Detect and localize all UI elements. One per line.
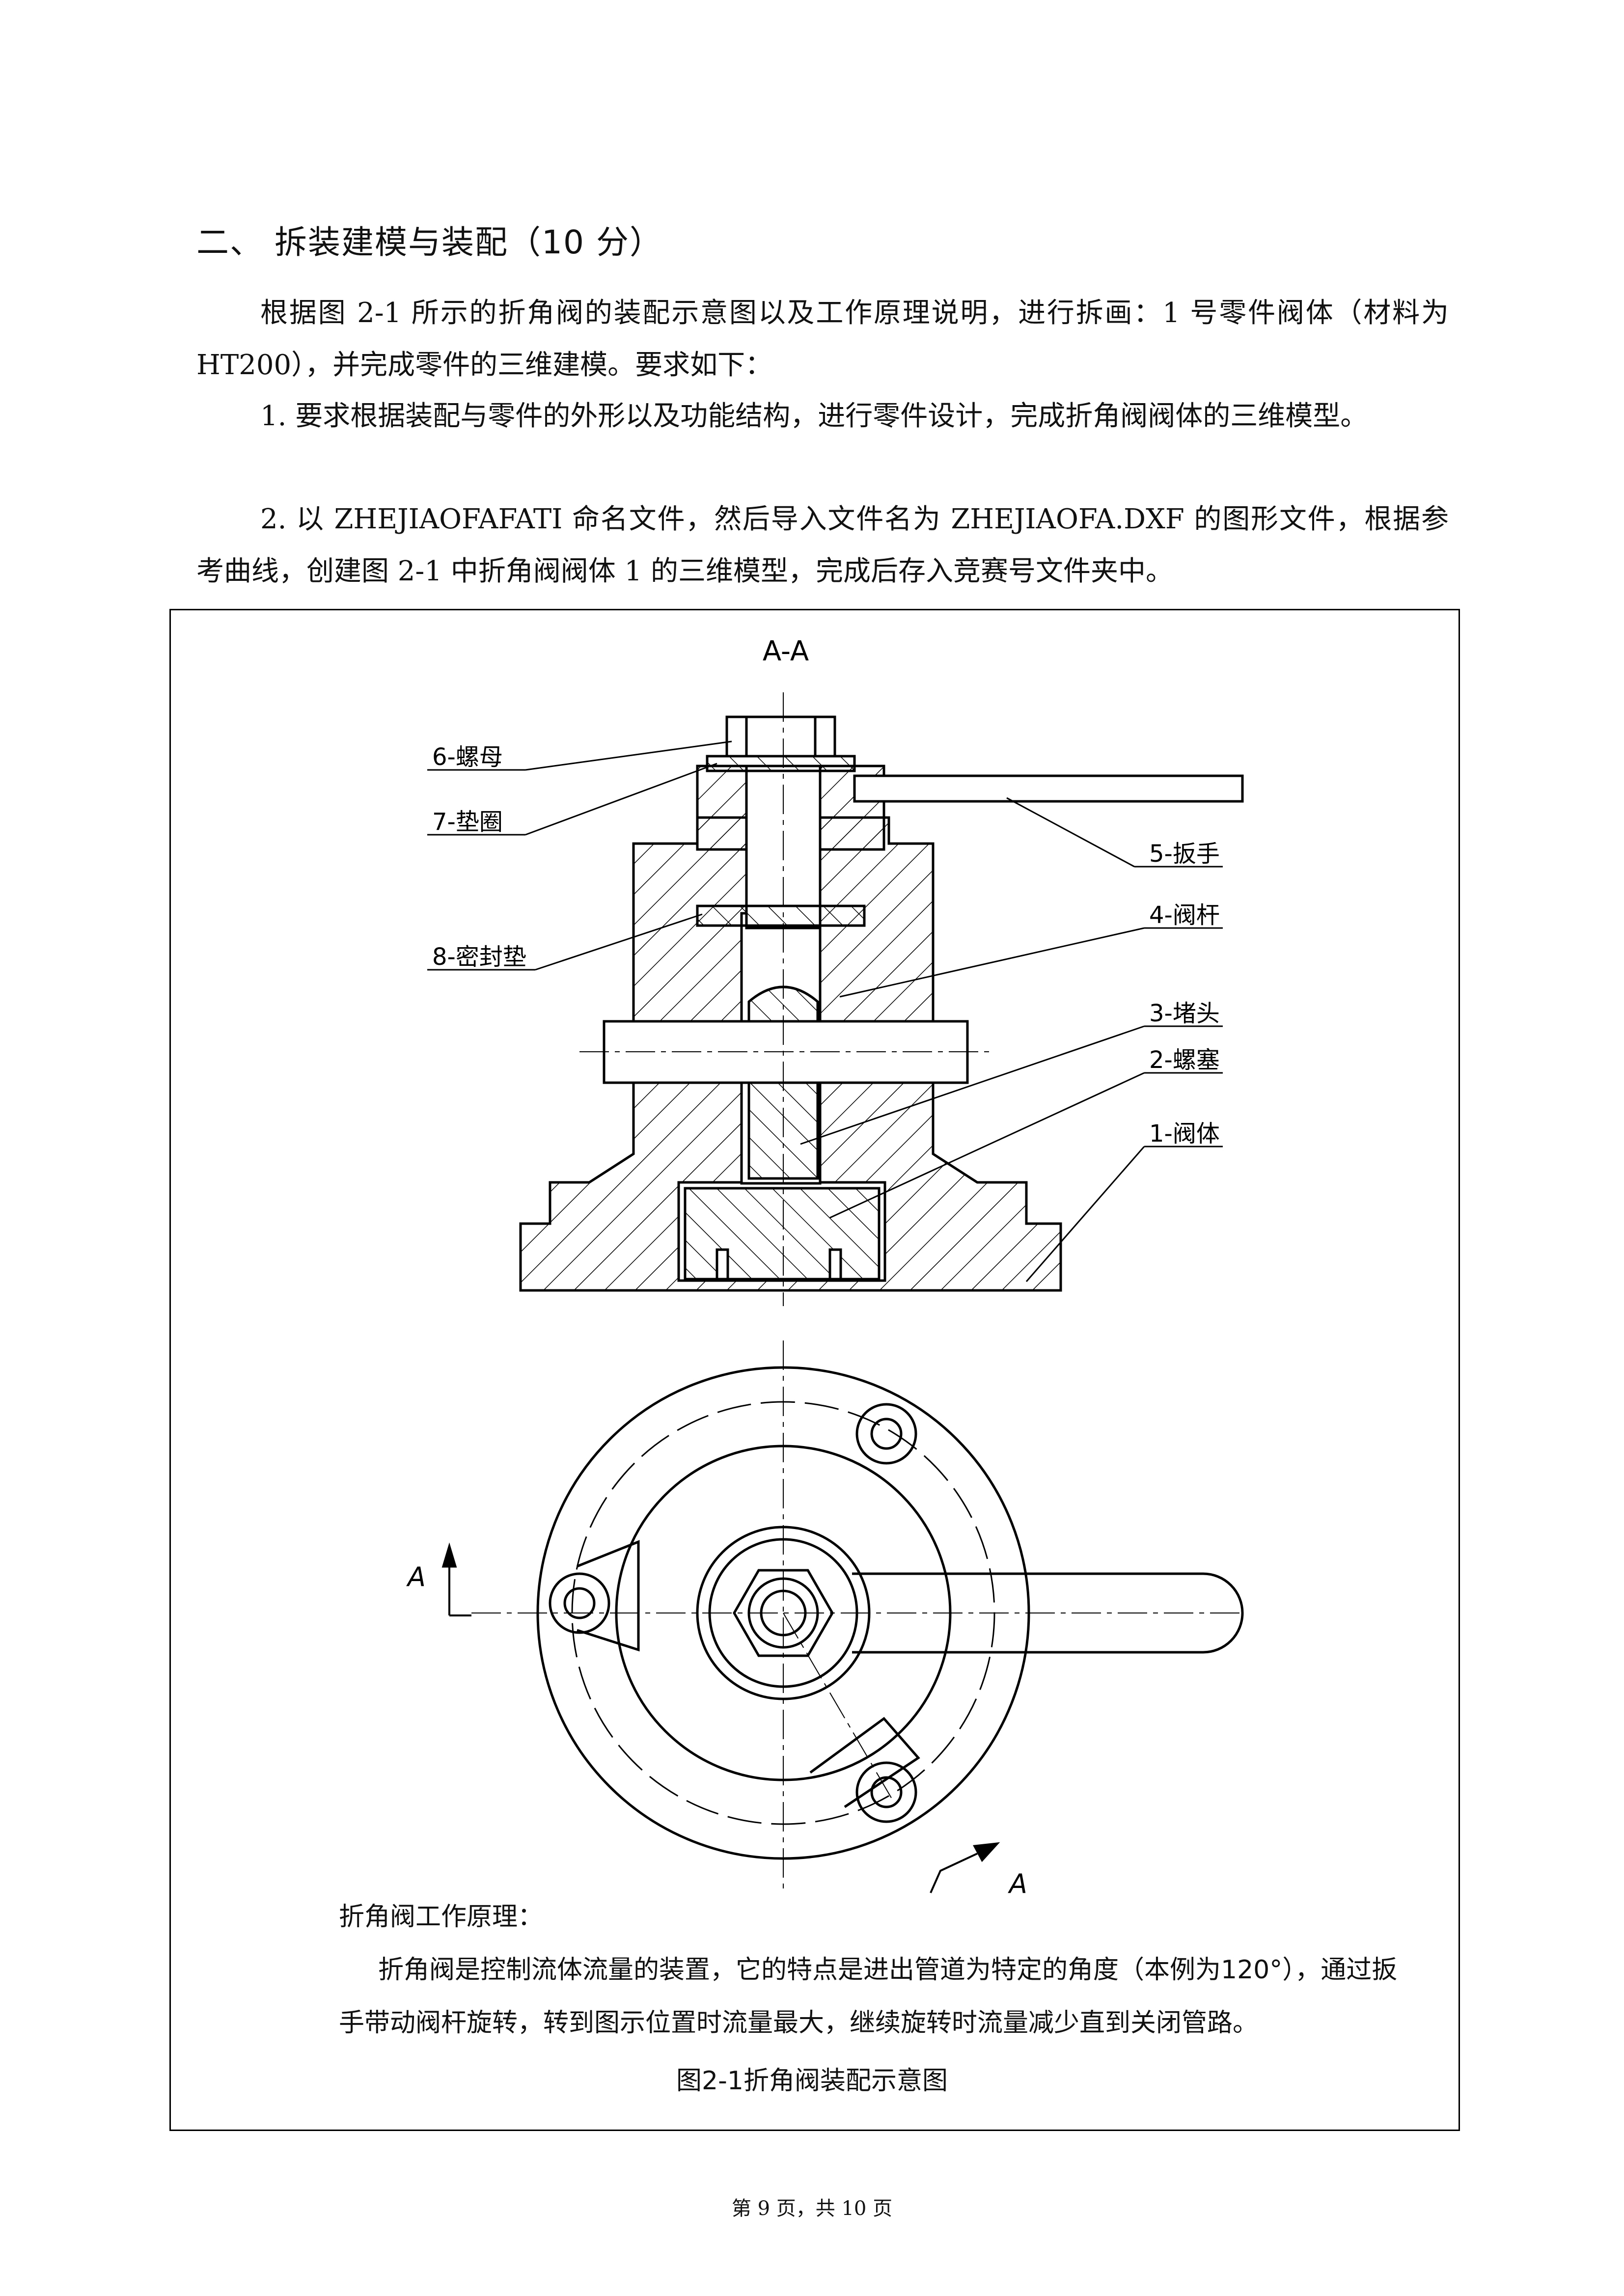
- top-view: [441, 1340, 1244, 1893]
- nut: [725, 715, 836, 758]
- label-part-1: 1-阀体: [1149, 1120, 1220, 1148]
- handle-top-view: [852, 1572, 1244, 1654]
- paragraph-requirement-2: 2. 以 ZHEJIAOFAFATI 命名文件，然后导入文件名为 ZHEJIAO…: [196, 493, 1449, 598]
- label-part-5: 5-扳手: [1149, 840, 1220, 868]
- principle-title: 折角阀工作原理：: [339, 1902, 544, 1932]
- seal-gasket: [696, 904, 866, 927]
- view-arrow-label-top: A: [406, 1561, 426, 1592]
- washer: [706, 755, 856, 772]
- section-view: [519, 692, 1244, 1306]
- section-title: 二、 拆装建模与装配（10 分）: [196, 223, 663, 261]
- view-arrow-label-bottom: A: [1008, 1868, 1027, 1899]
- figure-caption: 图2-1折角阀装配示意图: [676, 2066, 948, 2096]
- label-part-3: 3-堵头: [1149, 1000, 1220, 1027]
- label-part-6: 6-螺母: [432, 743, 503, 771]
- paragraph-requirement-1: 1. 要求根据装配与零件的外形以及功能结构，进行零件设计，完成折角阀阀体的三维模…: [196, 390, 1449, 442]
- label-part-4: 4-阀杆: [1149, 902, 1220, 929]
- principle-body: 折角阀是控制流体流量的装置，它的特点是进出管道为特定的角度（本例为120°），通…: [339, 1955, 1398, 2038]
- label-part-8: 8-密封垫: [432, 943, 526, 971]
- paragraph-text: 1. 要求根据装配与零件的外形以及功能结构，进行零件设计，完成折角阀阀体的三维模…: [260, 400, 1368, 432]
- label-part-2: 2-螺塞: [1149, 1046, 1220, 1074]
- page-footer: 第 9 页，共 10 页: [731, 2197, 893, 2220]
- screw-plug: [684, 1187, 881, 1281]
- paragraph-intro: 根据图 2-1 所示的折角阀的装配示意图以及工作原理说明，进行拆画：1 号零件阀…: [196, 287, 1449, 391]
- handle-section: [853, 774, 1244, 803]
- paragraph-text: 2. 以 ZHEJIAOFAFATI 命名文件，然后导入文件名为 ZHEJIAO…: [196, 503, 1449, 587]
- leader-lines: [427, 740, 1223, 1282]
- figure-frame: [169, 609, 1460, 2131]
- paragraph-text: 根据图 2-1 所示的折角阀的装配示意图以及工作原理说明，进行拆画：1 号零件阀…: [196, 297, 1449, 381]
- label-part-7: 7-垫圈: [432, 808, 503, 836]
- section-label: A-A: [763, 635, 809, 667]
- working-principle: 折角阀工作原理： 折角阀是控制流体流量的装置，它的特点是进出管道为特定的角度（本…: [339, 1890, 1419, 2050]
